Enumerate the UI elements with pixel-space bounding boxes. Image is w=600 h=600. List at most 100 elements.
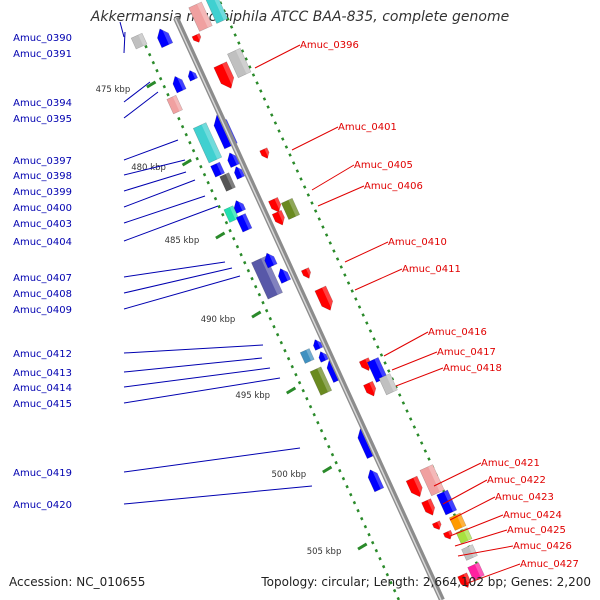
gene-shade [260,256,283,295]
track-dash [385,572,390,577]
track-dash [254,284,258,289]
gene-feature [300,267,313,279]
track-dash [233,33,237,37]
gene-label-left: Amuc_0397 [13,156,72,167]
track-dash [155,68,159,73]
gene-label-left: Amuc_0403 [13,219,72,230]
track-dash [261,300,265,305]
gene-feature [192,122,223,164]
track-dash [294,372,298,377]
gene-shade [428,464,445,493]
gene-feature [187,68,198,82]
kbp-tick-label: 490 kbp [201,315,236,325]
track-dash [321,225,325,229]
gene-shade [268,251,278,266]
track-dash [367,532,371,537]
track-dash [251,73,256,77]
right-connector [291,126,339,151]
gene-feature [405,475,426,498]
left-connector [123,195,206,224]
track-dash [327,444,331,449]
kbp-tick-label: 495 kbp [235,391,270,401]
gene-label-left: Amuc_0395 [13,114,72,125]
track-dash [244,57,248,61]
gene-shape [421,498,436,516]
gene-shape [318,351,329,363]
track-dash [292,161,296,165]
gene-shade [321,285,336,310]
track-dash [360,516,364,521]
gene-feature [363,380,379,397]
gene-shade [138,33,148,46]
gene-shade [281,266,291,281]
track-dash [368,329,373,333]
gene-shape [300,267,311,279]
track-dash [228,228,232,233]
gene-shape [259,147,270,159]
gene-label-left: Amuc_0414 [13,383,72,394]
gene-feature [378,373,398,396]
left-connector [123,377,281,404]
track-dash [390,377,395,381]
track-dash [166,92,170,97]
gene-label-left: Amuc_0412 [13,349,72,360]
gene-shade [437,520,443,530]
gene-feature [188,1,213,32]
track-dash [328,241,332,245]
gene-shape [314,285,334,311]
right-connector [454,529,508,547]
track-dash [335,257,340,261]
track-dash [273,121,278,125]
track-dash [290,364,294,369]
kbp-tick [285,386,297,395]
track-dash [144,44,148,49]
accession-text: Accession: NC_010655 [9,575,146,589]
gene-shade [456,512,467,528]
left-connector [123,367,271,388]
track-dash [264,308,269,313]
track-dash [239,252,243,257]
gene-shade [474,562,485,578]
gene-feature [271,209,288,226]
gene-shade [427,498,438,515]
track-dash [343,273,347,277]
track-dash [206,180,210,185]
track-dash [401,401,406,405]
kbp-tick [251,310,262,319]
left-connector [123,485,313,505]
gene-shade [197,1,213,28]
track-dash [177,116,181,121]
kbp-tick [146,80,157,89]
track-dash [370,540,375,545]
gene-feature [442,529,454,540]
gene-feature [259,147,272,159]
label-connectors [119,21,521,585]
track-dash [299,177,303,181]
track-dash [297,380,302,385]
gene-shade [306,267,313,278]
left-connector [123,91,159,119]
left-connector [123,205,219,242]
gene-shape [467,562,485,581]
gene-label-left: Amuc_0404 [13,237,72,248]
track-dash [372,337,376,341]
track-dash [191,148,196,153]
track-dash [246,268,251,273]
track-dash [419,441,424,445]
gene-label-left: Amuc_0408 [13,289,72,300]
gene-shade [306,348,315,361]
track-dash [324,233,329,237]
gene-label-left: Amuc_0391 [13,49,72,60]
track-dash [217,204,221,209]
track-dash [281,137,285,141]
track-dash [257,292,262,297]
track-dash [199,164,203,169]
gene-shade [201,122,222,160]
track-dash [310,201,314,205]
gene-shade [443,490,457,512]
gene-shade [229,205,239,220]
track-dash [341,476,346,481]
track-dash [346,281,351,285]
gene-label-right: Amuc_0416 [428,327,487,338]
track-dash [284,145,289,149]
